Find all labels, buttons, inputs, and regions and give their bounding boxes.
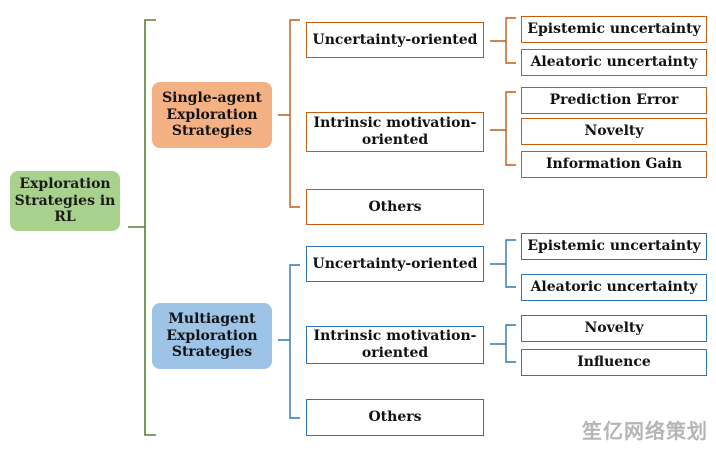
multi-leaf-influence: Influence xyxy=(521,349,707,376)
single-leaf-novelty-label: Novelty xyxy=(584,123,644,140)
multi-leaf-epistemic-label: Epistemic uncertainty xyxy=(527,238,701,255)
multi-others-label: Others xyxy=(368,409,422,426)
multi-leaf-aleatoric: Aleatoric uncertainty xyxy=(521,274,707,301)
single-uncertainty-bracket xyxy=(490,17,516,64)
single-leaf-prediction-error: Prediction Error xyxy=(521,87,707,114)
multi-leaf-novelty: Novelty xyxy=(521,315,707,342)
multi-group-bracket xyxy=(278,264,300,419)
watermark-text: 笙亿网络策划 xyxy=(582,419,708,443)
multi-uncertainty-node: Uncertainty-oriented xyxy=(306,246,484,282)
root-bracket xyxy=(128,19,156,436)
single-agent-group-node: Single-agent Exploration Strategies xyxy=(152,82,272,148)
single-intrinsic-label: Intrinsic motivation-oriented xyxy=(313,115,477,148)
root-node: Exploration Strategies in RL xyxy=(10,171,120,231)
single-leaf-epistemic-label: Epistemic uncertainty xyxy=(527,21,701,38)
multi-others-node: Others xyxy=(306,399,484,436)
single-uncertainty-node: Uncertainty-oriented xyxy=(306,22,484,58)
multi-uncertainty-bracket xyxy=(490,239,516,288)
multi-uncertainty-label: Uncertainty-oriented xyxy=(312,255,478,272)
single-uncertainty-label: Uncertainty-oriented xyxy=(312,31,478,48)
multi-intrinsic-label: Intrinsic motivation-oriented xyxy=(313,328,477,361)
single-leaf-novelty: Novelty xyxy=(521,118,707,145)
single-leaf-epistemic: Epistemic uncertainty xyxy=(521,16,707,43)
multi-leaf-influence-label: Influence xyxy=(577,354,651,371)
multi-leaf-epistemic: Epistemic uncertainty xyxy=(521,233,707,260)
multiagent-group-label: Multiagent Exploration Strategies xyxy=(166,310,258,361)
multi-intrinsic-bracket xyxy=(490,324,516,363)
single-others-node: Others xyxy=(306,189,484,225)
multi-intrinsic-node: Intrinsic motivation-oriented xyxy=(306,326,484,364)
single-leaf-information-gain: Information Gain xyxy=(521,151,707,178)
single-agent-group-label: Single-agent Exploration Strategies xyxy=(162,89,262,140)
multi-leaf-novelty-label: Novelty xyxy=(584,320,644,337)
multiagent-group-node: Multiagent Exploration Strategies xyxy=(152,303,272,369)
single-others-label: Others xyxy=(368,198,422,215)
single-leaf-aleatoric-label: Aleatoric uncertainty xyxy=(530,54,698,71)
single-intrinsic-bracket xyxy=(490,91,516,166)
root-label: Exploration Strategies in RL xyxy=(14,175,116,226)
multi-leaf-aleatoric-label: Aleatoric uncertainty xyxy=(530,279,698,296)
single-leaf-prediction-error-label: Prediction Error xyxy=(549,92,679,109)
single-intrinsic-node: Intrinsic motivation-oriented xyxy=(306,112,484,152)
single-leaf-aleatoric: Aleatoric uncertainty xyxy=(521,49,707,76)
single-group-bracket xyxy=(278,19,300,208)
single-leaf-information-gain-label: Information Gain xyxy=(545,156,683,173)
